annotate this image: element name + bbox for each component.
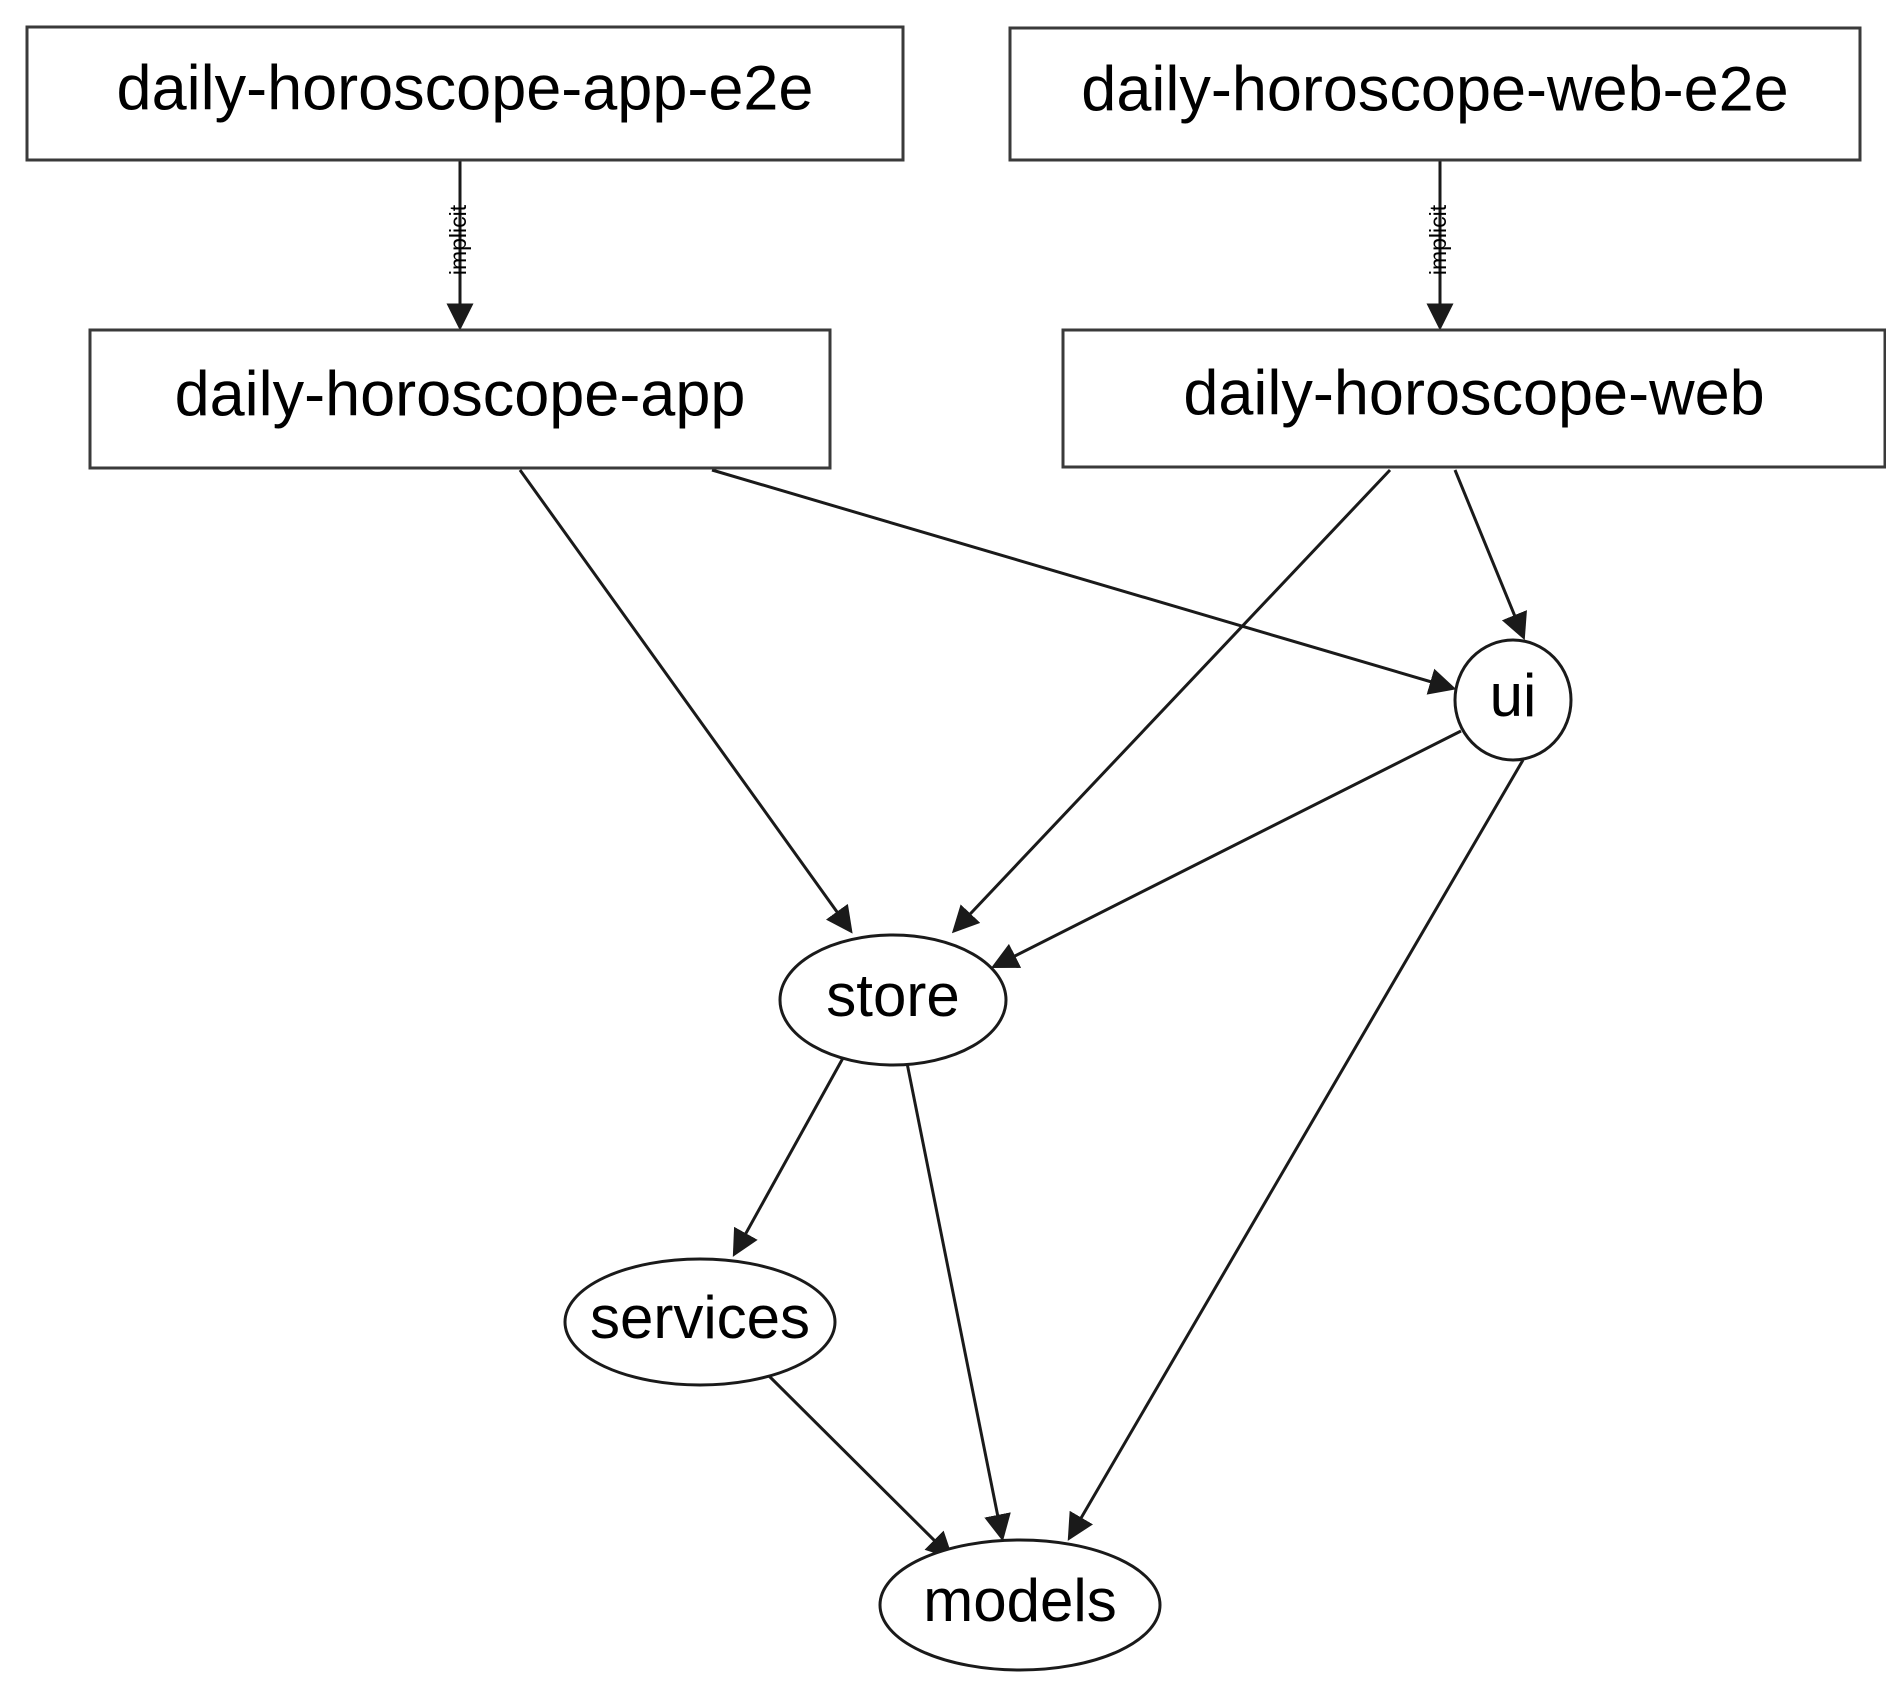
node-shape: [778, 933, 1008, 1067]
node-daily-horoscope-app-e2e[interactable]: daily-horoscope-app-e2e: [25, 25, 905, 162]
node-shape: [878, 1538, 1162, 1672]
node-store[interactable]: store: [778, 933, 1008, 1067]
node-ui[interactable]: ui: [1453, 638, 1573, 762]
node-shape: [88, 328, 832, 470]
edge-line: [732, 1057, 845, 1257]
node-services[interactable]: services: [563, 1257, 837, 1387]
node-label: ui: [1490, 662, 1537, 729]
edge-web-to-ui[interactable]: [1453, 469, 1527, 641]
edge-line: [990, 729, 1462, 969]
edge-line: [951, 468, 1392, 934]
edge-line: [711, 468, 1457, 695]
edge-label-implicit: implicit: [1425, 204, 1451, 275]
node-shape: [1453, 638, 1573, 762]
edge-line: [518, 469, 853, 934]
edge-app-e2e-to-app[interactable]: implicit: [445, 161, 474, 331]
edge-line: [763, 1370, 954, 1560]
node-shape: [1061, 328, 1886, 469]
edge-line: [905, 1062, 1011, 1542]
edge-line: [1067, 759, 1525, 1541]
edge-web-e2e-to-web[interactable]: implicit: [1425, 161, 1454, 331]
edge-ui-to-models[interactable]: [1067, 759, 1525, 1541]
edge-label-implicit: implicit: [445, 204, 471, 275]
node-daily-horoscope-app[interactable]: daily-horoscope-app: [88, 328, 832, 470]
node-shape: [25, 25, 905, 162]
edges-layer: implicit implicit: [445, 161, 1527, 1560]
node-label: store: [826, 962, 959, 1029]
node-label: daily-horoscope-app-e2e: [117, 54, 814, 124]
node-daily-horoscope-web[interactable]: daily-horoscope-web: [1061, 328, 1886, 469]
node-daily-horoscope-web-e2e[interactable]: daily-horoscope-web-e2e: [1008, 26, 1862, 162]
edge-line: [1453, 469, 1527, 641]
edge-store-to-services[interactable]: [732, 1057, 845, 1257]
node-label: daily-horoscope-web-e2e: [1081, 55, 1788, 125]
node-shape: [1008, 26, 1862, 162]
edge-store-to-models[interactable]: [905, 1062, 1011, 1542]
edge-services-to-models[interactable]: [763, 1370, 954, 1560]
edge-app-to-store[interactable]: [518, 469, 853, 934]
node-models[interactable]: models: [878, 1538, 1162, 1672]
node-label: services: [590, 1284, 810, 1351]
edge-app-to-ui[interactable]: [711, 468, 1457, 695]
edge-ui-to-store[interactable]: [990, 729, 1462, 969]
edge-web-to-store[interactable]: [951, 468, 1392, 934]
node-label: daily-horoscope-web: [1183, 359, 1764, 429]
node-label: models: [923, 1567, 1116, 1634]
node-shape: [563, 1257, 837, 1387]
node-label: daily-horoscope-app: [175, 360, 746, 430]
nodes-layer: daily-horoscope-app-e2e daily-horoscope-…: [25, 25, 1886, 1672]
